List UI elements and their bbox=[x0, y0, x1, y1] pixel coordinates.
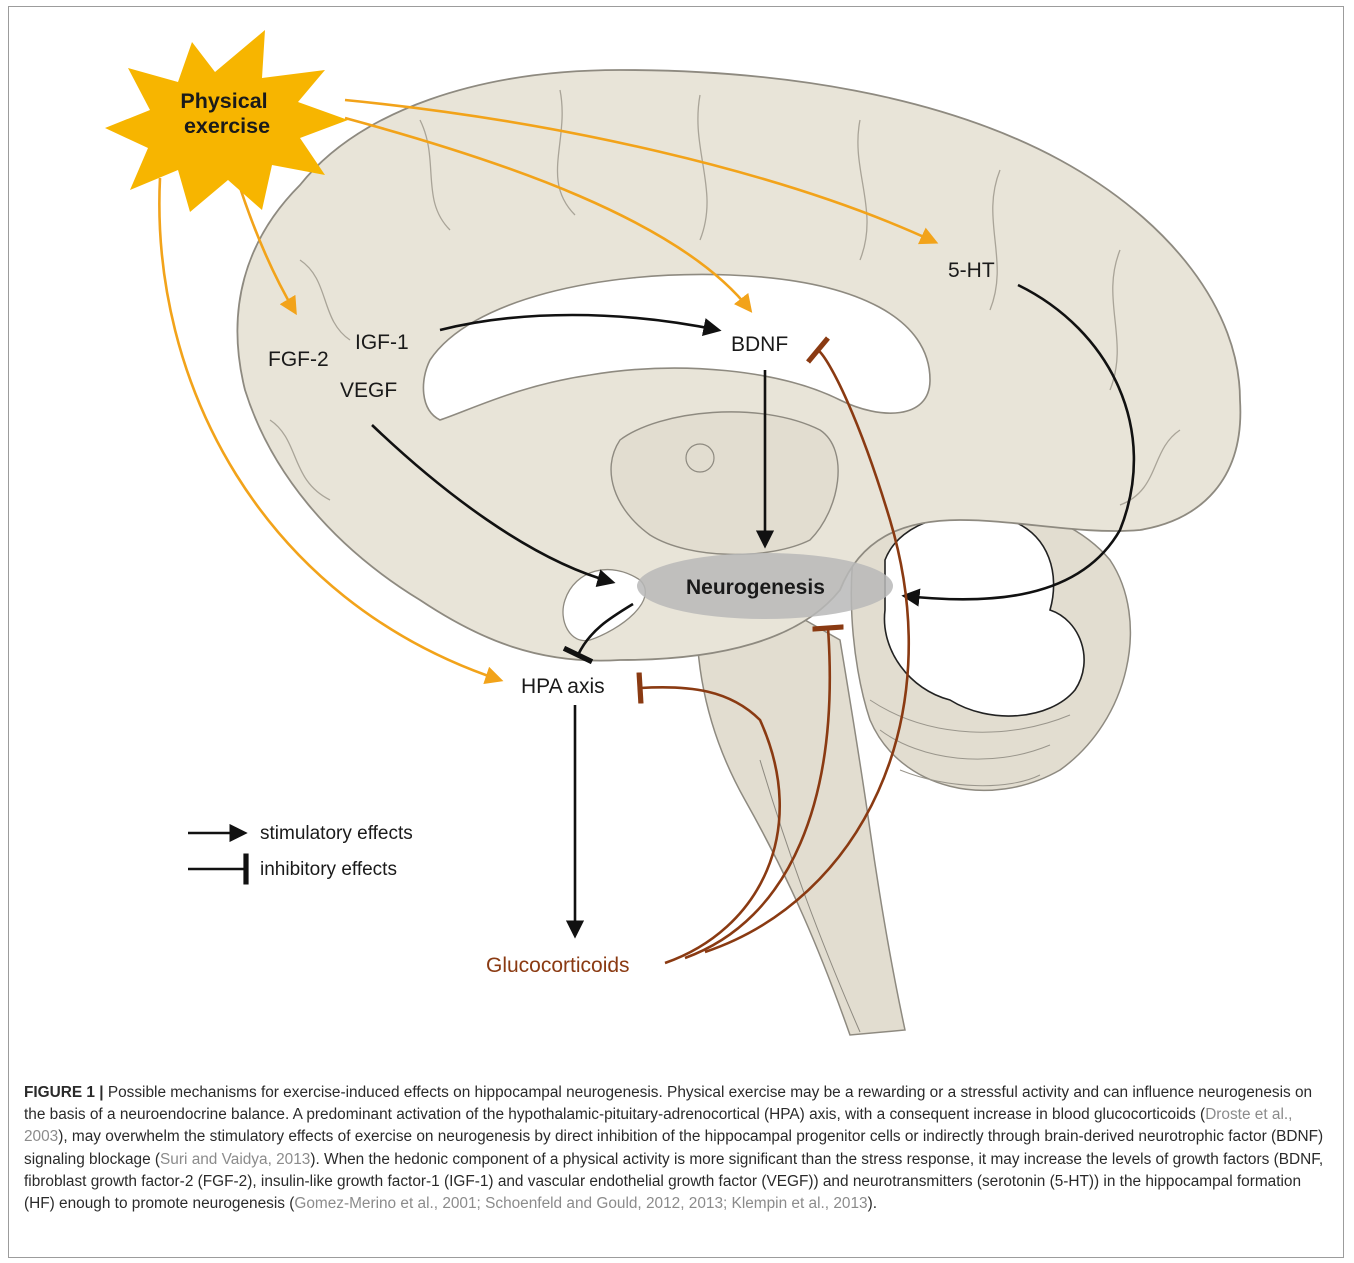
hpa-axis-label: HPA axis bbox=[521, 675, 605, 698]
legend: stimulatory effects inhibitory effects bbox=[188, 823, 413, 880]
citation-suri[interactable]: Suri and Vaidya, 2013 bbox=[160, 1151, 310, 1168]
exercise-label-line1: Physical bbox=[180, 89, 267, 113]
glucocorticoids-label: Glucocorticoids bbox=[486, 954, 630, 977]
neurogenesis-label: Neurogenesis bbox=[686, 576, 825, 599]
vegf-label: VEGF bbox=[340, 379, 397, 402]
figure-id: FIGURE 1 | bbox=[24, 1084, 104, 1101]
exercise-label: Physical exercise bbox=[180, 89, 273, 138]
bdnf-label: BDNF bbox=[731, 333, 788, 356]
five-ht-label: 5-HT bbox=[948, 259, 995, 282]
citation-group[interactable]: Gomez-Merino et al., 2001; Schoenfeld an… bbox=[294, 1195, 867, 1212]
igf1-label: IGF-1 bbox=[355, 331, 409, 354]
figure-caption: FIGURE 1 | Possible mechanisms for exerc… bbox=[24, 1082, 1330, 1215]
exercise-label-line2: exercise bbox=[184, 114, 270, 138]
caption-text-4: ). bbox=[868, 1195, 877, 1212]
brain-diagram: Physical exercise 5-HT FGF-2 IGF-1 VEGF … bbox=[0, 0, 1354, 1075]
caption-text-1: Possible mechanisms for exercise-induced… bbox=[24, 1084, 1312, 1123]
fgf2-label: FGF-2 bbox=[268, 348, 329, 371]
legend-stimulatory: stimulatory effects bbox=[260, 823, 413, 844]
legend-inhibitory: inhibitory effects bbox=[260, 859, 397, 880]
